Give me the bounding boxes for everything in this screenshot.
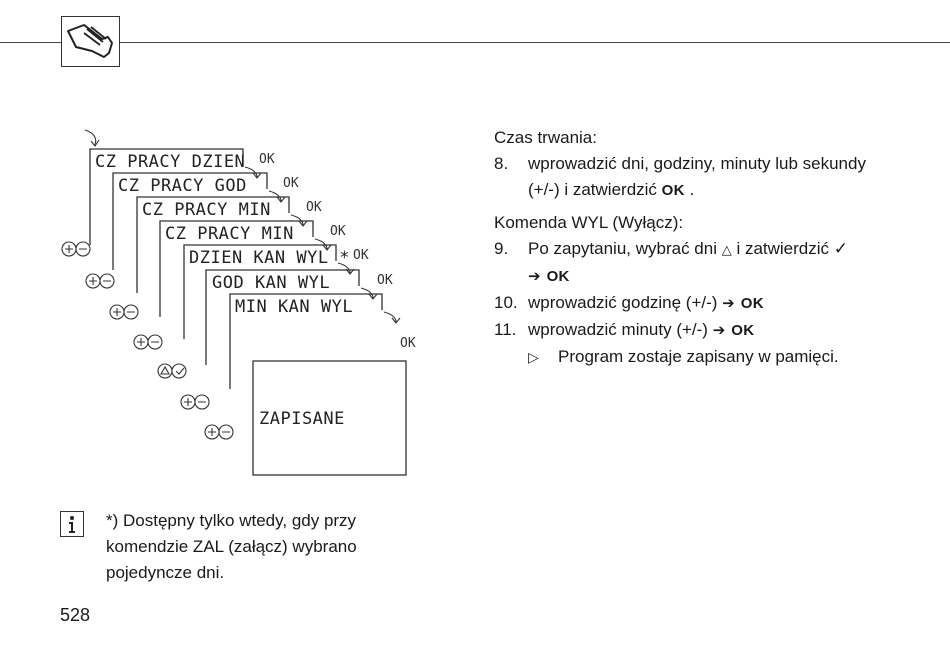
step-11: 11. wprowadzić minuty (+/-) ➔ OK — [494, 317, 914, 344]
footnote-line: *) Dostępny tylko wtedy, gdy przy — [106, 511, 357, 530]
command-heading: Komenda WYL (Wyłącz): — [494, 213, 684, 232]
hand-pointer-icon — [61, 16, 120, 67]
step-text: wprowadzić dni, godziny, minuty lub seku… — [528, 154, 866, 173]
footnote: *) Dostępny tylko wtedy, gdy przy komend… — [106, 508, 406, 586]
lcd-screen-6: GOD KAN WYL — [212, 273, 330, 293]
plus-minus-icon — [133, 334, 163, 350]
lcd-screen-4: CZ PRACY MIN — [165, 224, 294, 244]
ok-label: OK — [306, 200, 322, 215]
footnote-line: pojedyncze dni. — [106, 563, 225, 582]
ok-key: OK — [740, 295, 764, 312]
ok-key: OK — [661, 182, 685, 199]
up-triangle-icon: △ — [721, 242, 732, 257]
up-check-icon — [157, 363, 187, 379]
lcd-menu-diagram: CZ PRACY DZIEN CZ PRACY GOD CZ PRACY MIN… — [55, 125, 450, 485]
result-marker-icon: ▷ — [528, 349, 539, 365]
step-text: Po zapytaniu, wybrać dni — [528, 239, 722, 258]
instructions: Czas trwania: 8. wprowadzić dni, godziny,… — [494, 125, 914, 370]
step-text: (+/-) i zatwierdzić — [528, 180, 662, 199]
arrow-icon: ➔ — [722, 295, 735, 312]
duration-heading: Czas trwania: — [494, 128, 597, 147]
plus-minus-icon — [61, 241, 91, 257]
result-text: Program zostaje zapisany w pamięci. — [558, 347, 839, 366]
step-text: wprowadzić godzinę (+/-) — [528, 293, 723, 312]
page-number: 528 — [60, 605, 91, 625]
ok-label: OK — [400, 336, 416, 351]
step-8: 8. wprowadzić dni, godziny, minuty lub se… — [494, 151, 914, 177]
arrow-icon: ➔ — [712, 322, 726, 339]
check-icon: ✓ — [833, 239, 848, 258]
step-text: i zatwierdzić — [731, 239, 834, 258]
step-10: 10. wprowadzić godzinę (+/-) ➔ OK — [494, 290, 914, 317]
footnote-line: komendzie ZAL (załącz) wybrano — [106, 537, 357, 556]
ok-label: OK — [283, 176, 299, 191]
ok-label: OK — [259, 152, 275, 167]
lcd-screen-1: CZ PRACY DZIEN — [95, 152, 245, 172]
ok-label: OK — [353, 248, 369, 263]
arrow-icon: ➔ — [528, 268, 541, 285]
step-9-cont: ➔ OK — [494, 263, 914, 290]
lcd-screen-2: CZ PRACY GOD — [118, 176, 247, 196]
ok-key: OK — [731, 322, 755, 339]
step-number: 9. — [494, 239, 509, 258]
result-line: ▷ Program zostaje zapisany w pamięci. — [494, 344, 914, 370]
step-text: wprowadzić minuty (+/-) — [528, 320, 713, 339]
lcd-screen-8: ZAPISANE — [259, 409, 345, 429]
header-rule — [0, 42, 950, 43]
ok-key: OK — [546, 268, 570, 285]
plus-minus-icon — [204, 424, 234, 440]
plus-minus-icon — [109, 304, 139, 320]
step-8-cont: (+/-) i zatwierdzić OK . — [494, 177, 914, 204]
step-number: 11. — [494, 320, 517, 339]
plus-minus-icon — [180, 394, 210, 410]
lcd-screen-7: MIN KAN WYL — [235, 297, 353, 317]
lcd-screen-3: CZ PRACY MIN — [142, 200, 271, 220]
step-9: 9. Po zapytaniu, wybrać dni △ i zatwierdz… — [494, 236, 914, 263]
info-icon — [60, 511, 84, 537]
step-number: 10. — [494, 293, 518, 312]
ok-label: OK — [377, 273, 393, 288]
step-number: 8. — [494, 154, 509, 173]
plus-minus-icon — [85, 273, 115, 289]
ok-label: OK — [330, 224, 346, 239]
lcd-screen-5: DZIEN KAN WYL * — [189, 248, 350, 268]
step-text: . — [684, 180, 695, 199]
